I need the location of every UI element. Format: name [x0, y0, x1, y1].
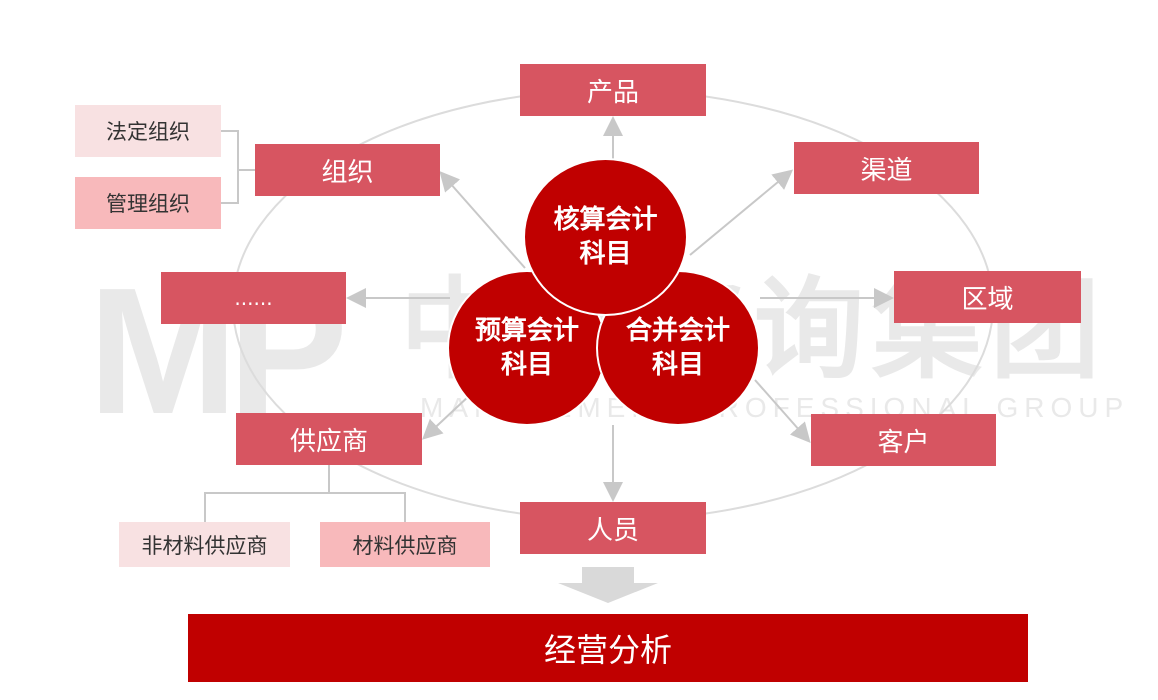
- supplier-child-non-material: 非材料供应商: [119, 522, 290, 567]
- org-bracket: [221, 130, 256, 204]
- node-organization: 组织: [255, 144, 440, 196]
- node-product: 产品: [520, 64, 706, 116]
- supplier-tree: [204, 465, 406, 522]
- circle-budget-accounting-label: 预算会计 科目: [474, 316, 579, 380]
- org-child-legal: 法定组织: [75, 105, 221, 157]
- circle-budget-accounting: 预算会计 科目: [447, 270, 607, 426]
- node-personnel: 人员: [520, 502, 706, 554]
- node-customer: 客户: [811, 414, 996, 466]
- node-ellipsis: ......: [161, 272, 346, 324]
- org-child-management: 管理组织: [75, 177, 221, 229]
- node-supplier: 供应商: [236, 413, 422, 465]
- business-analysis-banner: 经营分析: [188, 614, 1028, 682]
- supplier-child-material: 材料供应商: [320, 522, 490, 567]
- circle-financial-accounting-label: 核算会计 科目: [553, 205, 658, 269]
- circle-consolidated-accounting-label: 合并会计 科目: [625, 316, 730, 380]
- circle-financial-accounting: 核算会计 科目: [523, 158, 688, 316]
- arrow-to-customer: [754, 379, 811, 443]
- node-channel: 渠道: [794, 142, 979, 194]
- node-region: 区域: [894, 271, 1081, 323]
- arrow-to-organization: [439, 171, 526, 269]
- down-arrow-icon: [558, 567, 658, 603]
- arrow-to-channel: [689, 169, 794, 256]
- arrow-to-supplier: [422, 394, 471, 440]
